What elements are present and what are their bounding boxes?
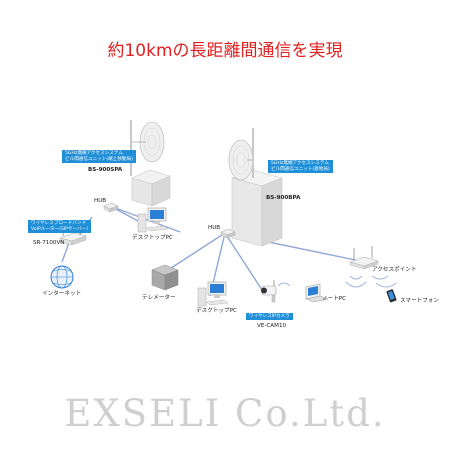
wave-1 <box>349 275 363 280</box>
right-station-tag-line1: 5GHz無線アクセスシステム <box>271 160 329 166</box>
internet-globe-icon <box>50 265 74 289</box>
ip-camera-icon <box>261 280 277 303</box>
watermark: EXSELI Co.Ltd. <box>64 392 386 435</box>
notebook-label: ノートPC <box>322 296 347 302</box>
camera-model: VE-CAM10 <box>257 323 287 329</box>
left-dish-antenna <box>130 120 165 176</box>
right-station-model: BS-900BPA <box>266 195 301 201</box>
internet-label: インターネット <box>42 291 82 297</box>
wireless-waves <box>277 275 397 288</box>
wave-5 <box>277 282 291 287</box>
right-dish-antenna <box>228 128 254 181</box>
diagram-title: 約10kmの長距離間通信を実現 <box>107 41 343 61</box>
router-tag: ワイヤレスブロードバンド VoIPルーター(SIPサーバー) <box>28 220 92 234</box>
router-tag-line2: VoIPルーター(SIPサーバー) <box>31 226 89 232</box>
telemeter-label: テレメーター <box>142 295 176 301</box>
smartphone-icon <box>386 289 397 303</box>
smartphone-label: スマートフォン <box>400 298 439 304</box>
camera-tag-text: ワイヤレスIPカメラ <box>249 313 290 319</box>
right-hub-label: HUB <box>208 225 221 231</box>
router-tag-line1: ワイヤレスブロードバンド <box>31 220 87 226</box>
right-building <box>231 169 283 247</box>
left-station-tag-line1: 5GHz無線アクセスシステム <box>65 150 123 156</box>
cable-right-hub-to-telemeter <box>167 232 226 271</box>
left-building <box>131 169 171 207</box>
router-model: SR-7100VN <box>33 240 65 246</box>
right-station-tag-line2: ビル間通信ユニット(基地局) <box>271 166 330 172</box>
camera-tag: ワイヤレスIPカメラ <box>246 313 293 321</box>
right-desktop-label: デスクトップPC <box>196 308 237 314</box>
cable-right-hub-to-camera <box>224 232 263 291</box>
wave-2 <box>345 281 367 288</box>
right-station-tag: 5GHz無線アクセスシステム ビル間通信ユニット(基地局) <box>268 160 333 174</box>
right-desktop-pc-icon <box>197 281 229 307</box>
notebook-pc-icon <box>305 283 329 303</box>
left-hub-icon <box>103 202 119 213</box>
wave-4 <box>375 282 397 288</box>
wave-3 <box>371 275 389 280</box>
left-desktop-pc-icon <box>137 207 169 233</box>
access-point-label: アクセスポイント <box>372 267 417 273</box>
right-hub-icon <box>220 228 236 239</box>
left-station-tag-line2: ビル間通信ユニット(端上移動局) <box>65 156 133 162</box>
left-hub-label: HUB <box>94 198 107 204</box>
left-desktop-label: デスクトップPC <box>132 235 173 241</box>
access-point-icon <box>349 246 379 270</box>
left-station-tag: 5GHz無線アクセスシステム ビル間通信ユニット(端上移動局) <box>62 150 136 164</box>
telemeter-icon <box>151 264 179 291</box>
left-station-model: BS-900SPA <box>88 167 123 173</box>
